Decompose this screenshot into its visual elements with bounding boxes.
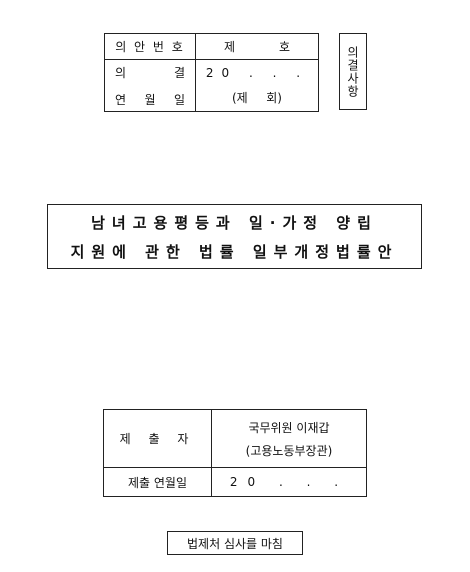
bill-title-line1: 남녀고용평등과 일·가정 양립 [91,213,378,232]
resolution-matters-box: 의결사항 [339,33,367,110]
bill-number-value: 제 호 [195,33,319,60]
resolution-matters-label: 의결사항 [345,45,360,98]
resolution-session: (제 회) [232,90,282,105]
resolution-date: 20 . . . [205,65,309,80]
bill-title-line2: 지원에 관한 법률 일부개정법률안 [70,242,399,261]
submitter-affiliation: (고용노동부장관) [245,443,333,458]
submitter-value: 국무위원 이재갑 (고용노동부장관) [211,409,367,468]
legislation-review-stamp: 법제처 심사를 마침 [167,531,303,555]
bill-number-label: 의 안 번 호 [104,33,196,60]
resolution-date-value: 20 . . . (제 회) [195,59,319,112]
bill-title-box: 남녀고용평등과 일·가정 양립 지원에 관한 법률 일부개정법률안 [47,204,422,269]
submission-date-label: 제출 연월일 [103,467,212,497]
submitter-table: 제 출 자 국무위원 이재갑 (고용노동부장관) 제출 연월일 20 . . . [103,409,367,497]
submitter-label: 제 출 자 [103,409,212,468]
submitter-name: 국무위원 이재갑 [248,420,330,435]
submission-date-value: 20 . . . [211,467,367,497]
